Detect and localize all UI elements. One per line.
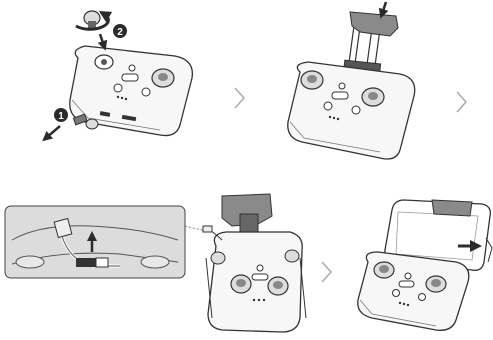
chevron-right-icon — [234, 87, 246, 109]
panel-2-extend-holder — [287, 1, 416, 160]
chevron-right-icon — [456, 91, 468, 113]
step-badge-2 — [113, 24, 127, 38]
step-badge-1 — [54, 108, 68, 122]
removed-stick — [72, 113, 99, 130]
controller-body — [357, 251, 470, 331]
controller-body — [207, 231, 303, 333]
panel-3-connect-cable — [4, 193, 307, 333]
remove-arrow-icon — [42, 125, 61, 142]
chevron-right-icon — [321, 261, 333, 283]
step-badge-1-label: 1 — [58, 111, 64, 122]
cable-connector — [53, 217, 73, 239]
step-badge-2-label: 2 — [117, 27, 123, 38]
panel-1-remove-sticks: 2 1 — [42, 10, 194, 142]
phone-holder-clamp — [349, 11, 399, 37]
rotate-arrow-icon — [75, 10, 113, 31]
pull-up-arrow-icon — [378, 1, 389, 19]
inset-closeup — [4, 205, 186, 279]
panel-4-insert-phone — [357, 199, 493, 331]
